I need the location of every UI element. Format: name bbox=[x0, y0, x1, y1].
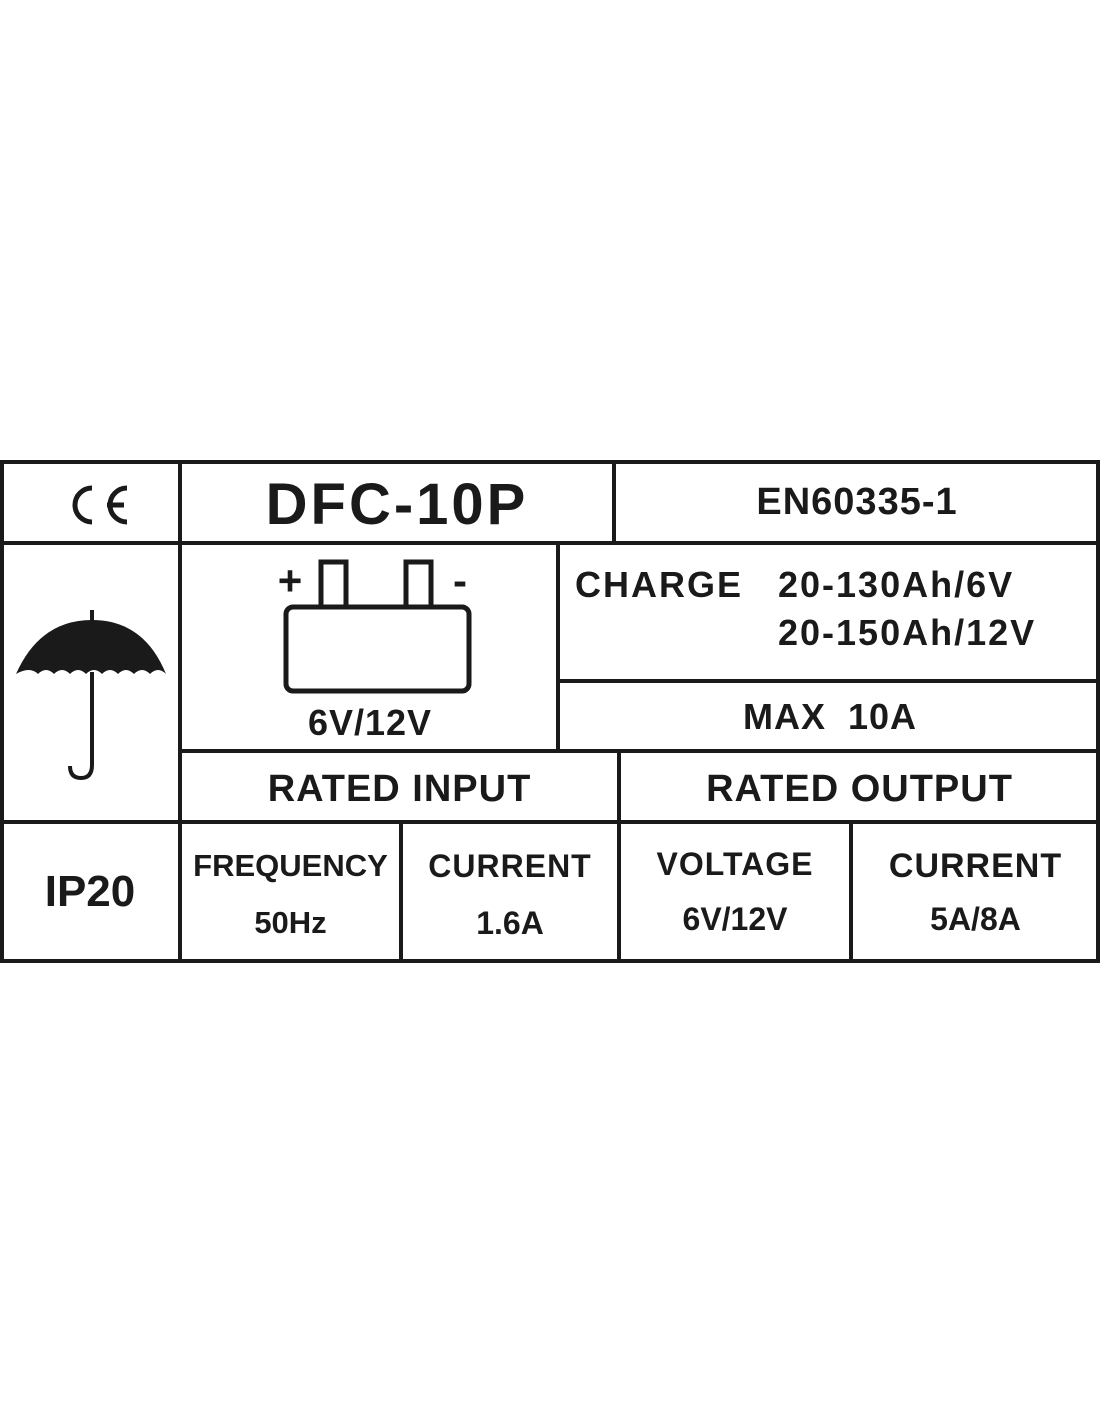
ce-mark-icon bbox=[72, 485, 128, 525]
battery-plus-sign: + bbox=[277, 557, 303, 604]
charge-range-12v: 20-150Ah/12V bbox=[778, 612, 1037, 653]
input-current-value: 1.6A bbox=[476, 905, 544, 941]
charge-label: CHARGE bbox=[575, 564, 744, 605]
model-number: DFC-10P bbox=[265, 472, 529, 537]
input-current-label: CURRENT bbox=[428, 848, 592, 884]
output-voltage-value: 6V/12V bbox=[682, 901, 788, 937]
input-frequency-label: FREQUENCY bbox=[193, 848, 388, 883]
charge-range-6v: 20-130Ah/6V bbox=[778, 564, 1015, 605]
battery-minus-sign: - bbox=[453, 557, 467, 604]
output-voltage-label: VOLTAGE bbox=[656, 846, 814, 882]
rated-output-heading: RATED OUTPUT bbox=[706, 768, 1013, 810]
rated-input-heading: RATED INPUT bbox=[267, 768, 532, 810]
standard-number: EN60335-1 bbox=[756, 481, 958, 523]
rating-label: DFC-10P EN60335-1 + - 6V/12V CHARGE 20-1… bbox=[0, 460, 1100, 963]
output-current-label: CURRENT bbox=[888, 847, 1063, 885]
ip-rating: IP20 bbox=[44, 867, 136, 916]
battery-icon bbox=[283, 559, 472, 694]
output-current-value: 5A/8A bbox=[930, 901, 1021, 937]
label-grid bbox=[0, 460, 1100, 963]
max-current: MAX 10A bbox=[742, 696, 918, 737]
label-border bbox=[0, 460, 1100, 963]
battery-voltage: 6V/12V bbox=[307, 702, 433, 743]
umbrella-icon bbox=[16, 610, 166, 781]
input-frequency-value: 50Hz bbox=[254, 905, 327, 940]
